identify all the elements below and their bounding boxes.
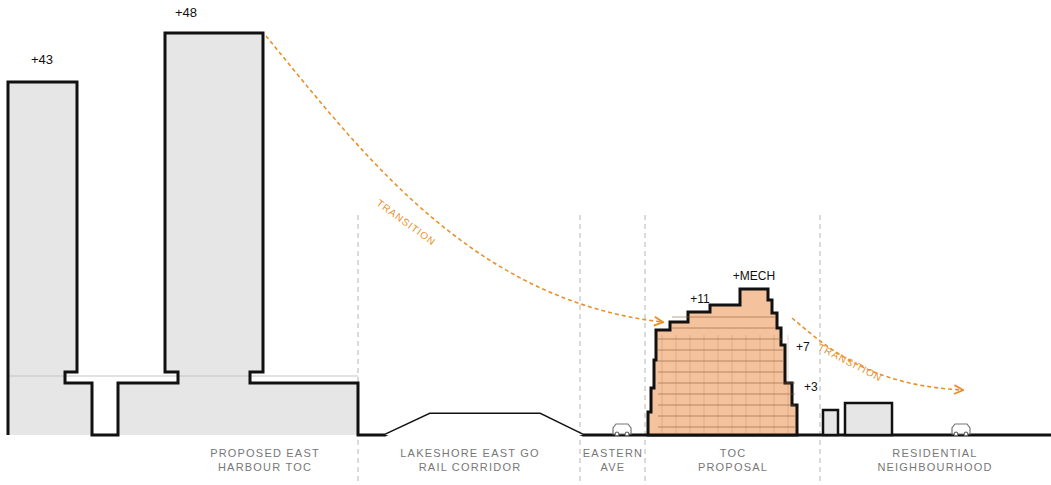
ground-line <box>8 33 1051 435</box>
balcony-line <box>658 405 795 406</box>
height-label: +MECH <box>733 269 775 285</box>
window-mullion <box>732 335 733 433</box>
east-harbour-towers <box>8 33 358 435</box>
transition-label: TRANSITION <box>816 340 885 384</box>
height-label: +11 <box>690 292 709 308</box>
balcony-line <box>658 361 783 362</box>
balcony-line <box>658 350 783 351</box>
zone-label: LAKESHORE EAST GO RAIL CORRIDOR <box>395 446 545 475</box>
zone-label: EASTERN AVE <box>582 446 644 475</box>
window-mullion <box>760 335 761 433</box>
balcony-line <box>658 416 795 417</box>
height-label: +3 <box>804 380 818 396</box>
car-icon <box>613 424 631 436</box>
residential-houses <box>823 403 892 435</box>
rail-berm <box>385 414 583 435</box>
window-mullion <box>690 335 691 433</box>
window-mullion <box>746 335 747 433</box>
transition-label: TRANSITION <box>374 196 439 248</box>
window-mullion <box>774 335 775 433</box>
toc-outline <box>648 289 797 435</box>
zone-dividers <box>358 215 820 482</box>
car-icon <box>952 424 970 436</box>
zone-label: RESIDENTIAL NEIGHBOURHOOD <box>870 446 1000 475</box>
window-mullion <box>662 335 663 433</box>
height-label: +48 <box>175 5 197 22</box>
podium-line <box>8 376 358 377</box>
balcony-line <box>672 317 776 318</box>
balcony-line <box>658 394 795 395</box>
balcony-line <box>672 328 776 329</box>
zone-label: TOC PROPOSAL <box>690 446 776 475</box>
window-mullion <box>788 335 789 433</box>
balcony-line <box>658 427 795 428</box>
window-mullion <box>704 335 705 433</box>
height-label: +7 <box>796 340 810 356</box>
balcony-line <box>658 339 783 340</box>
window-mullion <box>676 335 677 433</box>
balcony-line <box>658 372 783 373</box>
height-label: +43 <box>31 52 53 69</box>
transition-arrow <box>792 318 962 390</box>
window-mullion <box>718 335 719 433</box>
toc-building <box>648 289 797 435</box>
balcony-line <box>658 383 795 384</box>
transition-arrow <box>266 36 662 322</box>
zone-label: PROPOSED EAST HARBOUR TOC <box>190 446 340 475</box>
